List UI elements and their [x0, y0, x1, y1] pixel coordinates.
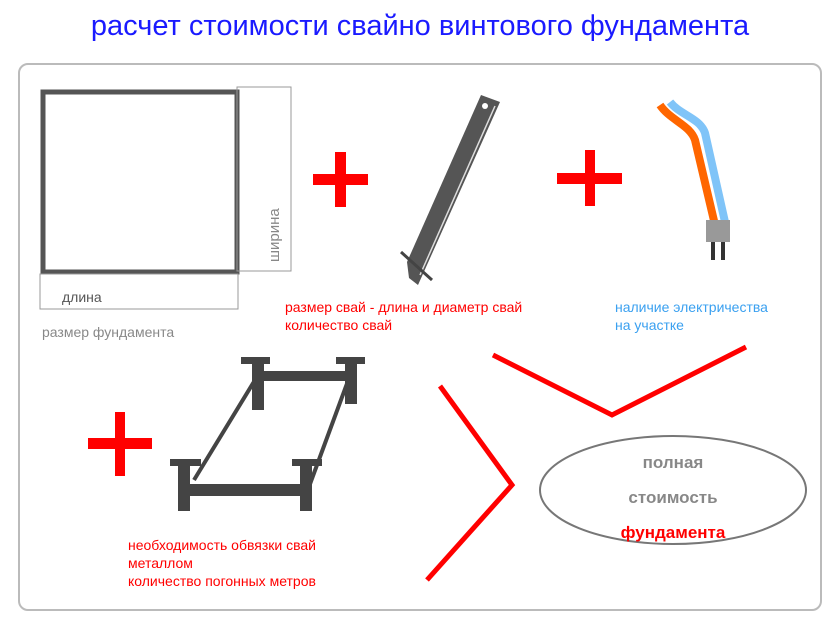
- result-ellipse: [539, 435, 807, 545]
- strapping-line: необходимость обвязки свай: [128, 537, 316, 553]
- result-line: стоимость: [628, 488, 718, 507]
- screw-pile-icon: [399, 95, 500, 285]
- width-label: ширина: [266, 208, 283, 262]
- piles-caption: размер свай - длина и диаметр свай колич…: [285, 298, 522, 334]
- electric-plug-icon: [656, 99, 730, 260]
- electricity-line: наличие электричества: [615, 299, 768, 315]
- strapping-line: металлом: [128, 555, 193, 571]
- plus-icon: [88, 412, 152, 476]
- diagram-frame: [18, 63, 822, 611]
- piles-line: размер свай - длина и диаметр свай: [285, 299, 523, 315]
- result-line: полная: [642, 453, 704, 472]
- result-line: фундамента: [620, 523, 726, 542]
- plus-icon: [557, 150, 622, 206]
- arrow-lines: [425, 344, 748, 582]
- electricity-line: на участке: [615, 317, 684, 333]
- length-label: длина: [62, 289, 102, 305]
- electricity-caption: наличие электричества на участке: [615, 298, 768, 334]
- foundation-diagram: [39, 86, 292, 310]
- foundation-caption: размер фундамента: [42, 324, 175, 340]
- metal-strapping-icon: [170, 357, 365, 511]
- piles-line: количество свай: [285, 317, 393, 333]
- strapping-caption: необходимость обвязки свай металлом коли…: [128, 536, 316, 590]
- page-title: расчет стоимости свайно винтового фундам…: [90, 10, 750, 42]
- result-text: полная стоимость фундамента: [560, 445, 786, 550]
- strapping-line: количество погонных метров: [128, 573, 316, 589]
- plus-icon: [313, 152, 368, 207]
